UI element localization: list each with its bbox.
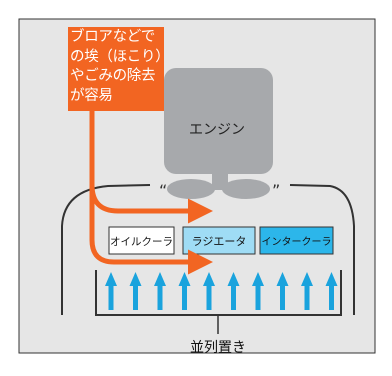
radiator-label: ラジエータ bbox=[192, 235, 247, 248]
engine-neck bbox=[212, 172, 228, 190]
up-arrow-icon bbox=[276, 272, 289, 310]
parallel-placement-label: 並列置き bbox=[190, 340, 246, 356]
callout-line-3: やごみの除去 bbox=[70, 68, 156, 84]
dust-removal-arrows bbox=[89, 110, 213, 275]
oil-cooler-box bbox=[108, 226, 175, 255]
up-arrow-icon bbox=[252, 272, 264, 310]
up-arrow-icon bbox=[178, 272, 191, 310]
orange-arrow-lower bbox=[89, 185, 213, 275]
oil-cooler-label: オイルクーラ bbox=[110, 236, 173, 248]
up-arrow-icon bbox=[325, 272, 338, 310]
engine-label: エンジン bbox=[189, 122, 245, 138]
mark-left: “ bbox=[159, 181, 167, 200]
hood-outline-left bbox=[61, 184, 151, 227]
coolers: オイルクーラ ラジエータ インタークーラ bbox=[108, 226, 334, 255]
up-arrow-icon bbox=[227, 272, 240, 310]
airflow-arrows bbox=[105, 272, 338, 310]
callout-box: ブロアなどで の埃（ほこり） やごみの除去 が容易 bbox=[68, 27, 170, 111]
callout-line-1: ブロアなどで bbox=[70, 29, 155, 45]
engine-block bbox=[164, 68, 273, 174]
up-arrow-icon bbox=[154, 272, 166, 310]
mark-right: ” bbox=[272, 181, 280, 200]
engine-mount-right bbox=[222, 179, 270, 199]
up-arrow-icon bbox=[129, 272, 142, 310]
up-arrow-icon bbox=[301, 272, 313, 310]
intercooler-label: インタークーラ bbox=[262, 236, 332, 248]
callout-line-4: が容易 bbox=[70, 87, 113, 104]
engine-mount-left bbox=[167, 179, 215, 199]
hood-outline-right bbox=[289, 184, 355, 315]
engine: エンジン bbox=[164, 68, 273, 199]
up-arrow-icon bbox=[105, 272, 117, 310]
up-arrow-icon bbox=[203, 272, 215, 310]
callout-line-2: の埃（ほこり） bbox=[70, 48, 170, 65]
intercooler-box bbox=[259, 226, 334, 255]
